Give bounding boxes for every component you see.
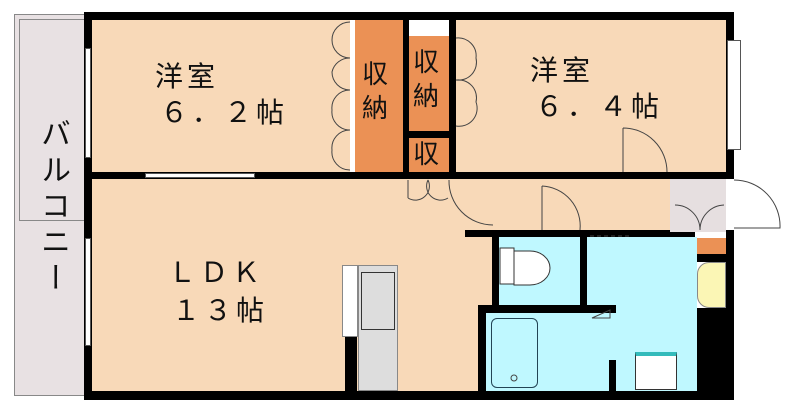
room-1-size: ６．２帖 — [160, 96, 289, 129]
wall — [697, 308, 726, 391]
outer-wall — [84, 12, 92, 400]
closet-2 — [409, 36, 449, 131]
balcony-label: バルコニー — [35, 118, 70, 298]
ldk — [92, 179, 492, 391]
bathtub — [491, 318, 538, 388]
bathroom — [486, 313, 609, 391]
hallway — [492, 179, 670, 235]
wall — [84, 172, 734, 179]
window — [85, 48, 91, 158]
wall — [478, 305, 616, 313]
room-2-size: ６．４帖 — [535, 90, 664, 123]
western-room-1 — [92, 20, 350, 172]
closet-1-label: 収納 — [362, 60, 389, 124]
outer-wall — [336, 12, 734, 20]
window — [727, 40, 741, 150]
closet-1 — [355, 20, 403, 172]
western-room-2 — [456, 20, 726, 172]
wall — [667, 254, 734, 262]
kitchen-counter — [342, 265, 358, 337]
wall — [449, 20, 456, 178]
wall — [409, 131, 449, 138]
sink — [697, 262, 726, 308]
outer-wall — [726, 230, 734, 400]
washing-machine — [635, 352, 677, 390]
closet-2-label: 収納 — [413, 48, 440, 112]
window — [85, 238, 91, 346]
room-2-name: 洋室 — [530, 54, 595, 87]
washroom-upper — [587, 237, 667, 267]
kitchen-sink-basin — [361, 272, 395, 330]
wall — [403, 20, 409, 178]
closet-3-label: 収 — [413, 140, 440, 170]
wall — [345, 337, 357, 391]
closet-3 — [409, 138, 449, 172]
outer-wall — [84, 391, 734, 400]
wall — [492, 230, 499, 336]
balcony-lower — [14, 229, 88, 396]
window — [145, 173, 255, 178]
wall — [478, 305, 486, 395]
ldk-size: １３帖 — [172, 294, 269, 327]
room-1-name: 洋室 — [155, 60, 220, 93]
balcony — [19, 19, 87, 221]
wall — [609, 360, 616, 395]
outer-wall — [84, 12, 336, 20]
ldk-name: ＬＤＫ — [168, 256, 265, 289]
wall — [580, 230, 587, 342]
